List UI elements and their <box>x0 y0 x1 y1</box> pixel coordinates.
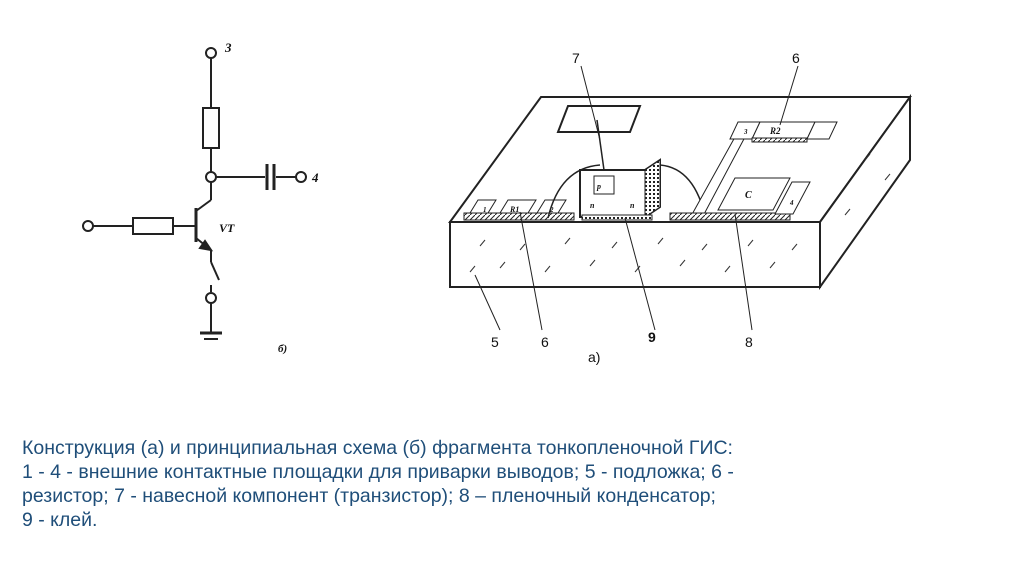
structure-figure-label: а) <box>588 349 600 365</box>
transistor-p-region <box>593 175 615 195</box>
callout-8: 8 <box>745 334 753 350</box>
pad-1-label: 1 <box>483 206 487 214</box>
resistor-r2-label: R2 <box>769 126 781 136</box>
ground-terminal-circle <box>205 292 217 304</box>
pad-4-label: 4 <box>789 199 794 207</box>
substrate-texture <box>469 153 891 273</box>
caption-line-2: 1 - 4 - внешние контактные площадки для … <box>22 461 734 483</box>
pad-3-label: 3 <box>743 128 748 136</box>
p-region-label: p <box>596 182 601 191</box>
capacitor-film <box>669 212 791 221</box>
capacitor-c-label: C <box>745 190 752 201</box>
terminal-3-circle <box>205 47 217 59</box>
resistor-r1-label: R1 <box>509 205 519 214</box>
transistor-side <box>644 159 661 218</box>
n-region-right-label: n <box>630 201 635 210</box>
callout-9: 9 <box>648 329 656 345</box>
pad-4 <box>774 181 811 215</box>
external-pad-top <box>556 105 642 133</box>
thin-film-structure <box>448 65 912 331</box>
resistor-r2-body <box>751 121 816 140</box>
terminal-1-circle <box>82 220 94 232</box>
capacitor-c-plate <box>717 177 791 211</box>
base-resistor <box>132 217 174 235</box>
terminal-4-label: 4 <box>311 170 319 185</box>
n-region-left-label: n <box>590 201 595 210</box>
schematic-figure-label: б) <box>278 343 287 355</box>
resistor-r1-film <box>463 212 575 221</box>
callout-leaders <box>474 65 799 331</box>
figure-caption: Конструкция (а) и принципиальная схема (… <box>22 436 1012 532</box>
resistor-r1-body <box>499 199 537 214</box>
terminal-3-label: 3 <box>224 40 232 55</box>
callout-5: 5 <box>491 334 499 350</box>
callout-7: 7 <box>572 50 580 66</box>
circuit-schematic <box>82 47 307 340</box>
emitter-arrow-icon <box>198 239 214 252</box>
transistor-label: VT <box>219 221 235 235</box>
glue-layer <box>581 214 653 221</box>
terminal-4-circle <box>295 171 307 183</box>
pad-1 <box>469 199 497 214</box>
pad-2-label: 2 <box>549 206 554 214</box>
collector-node-circle <box>205 171 217 183</box>
callout-6-bottom: 6 <box>541 334 549 350</box>
caption-line-4: 9 - клей. <box>22 509 98 531</box>
caption-line-1: Конструкция (а) и принципиальная схема (… <box>22 437 733 459</box>
caption-line-3: резистор; 7 - навесной компонент (транзи… <box>22 485 716 507</box>
collector-resistor <box>202 107 220 149</box>
pad-r2-right <box>806 121 838 140</box>
callout-6-top: 6 <box>792 50 800 66</box>
